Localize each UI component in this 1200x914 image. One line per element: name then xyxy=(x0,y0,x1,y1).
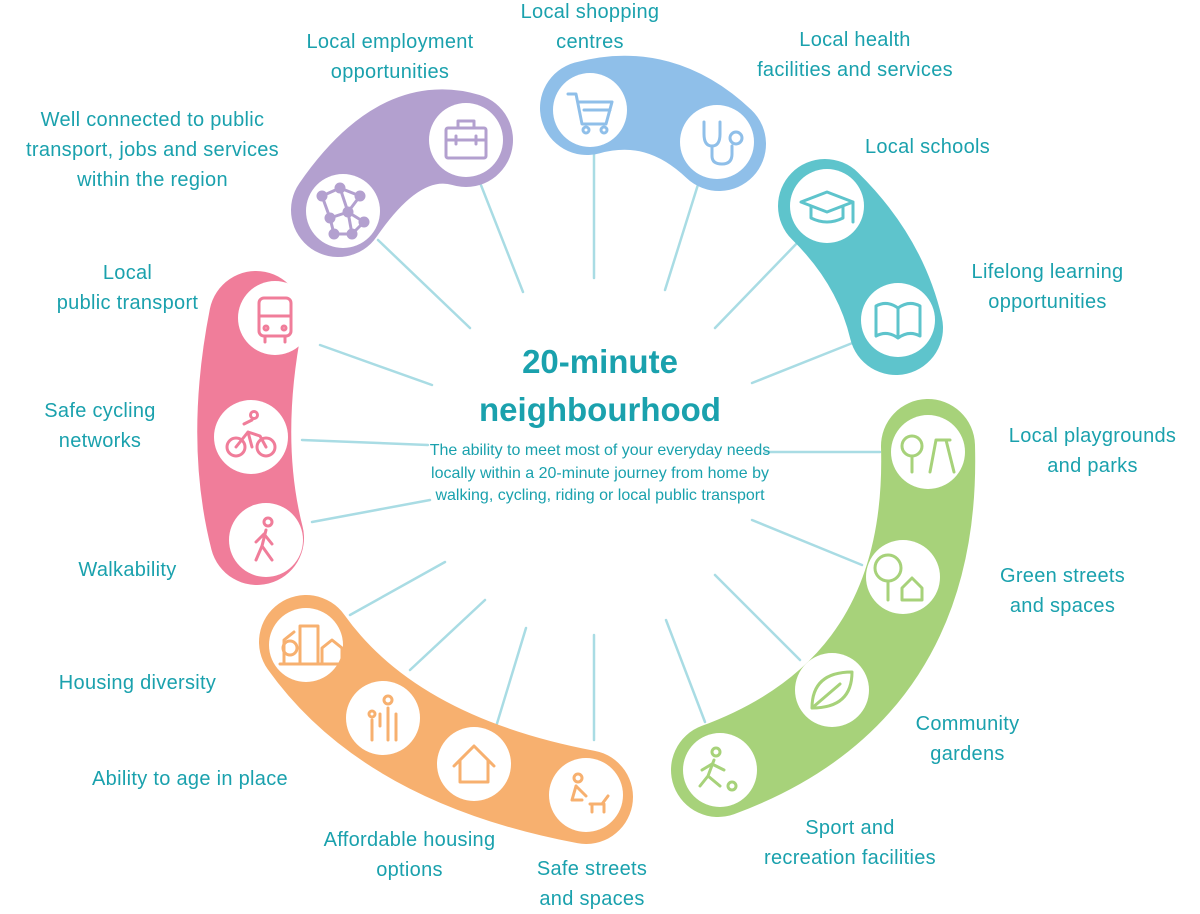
connector-health xyxy=(663,173,703,292)
label-lifelong: Lifelong learning opportunities xyxy=(971,261,1124,313)
family-icon xyxy=(367,694,398,742)
label-employment: Local employment opportunities xyxy=(306,31,474,83)
label-gardens: Community gardens xyxy=(915,713,1020,765)
walker-icon xyxy=(254,516,274,562)
cyclist-icon xyxy=(225,410,277,458)
house-icon xyxy=(452,744,496,784)
connector-gardens xyxy=(713,573,802,662)
playground-icon xyxy=(900,434,956,474)
center-title: 20-minute neighbourhood xyxy=(479,343,721,428)
bus-icon xyxy=(257,296,293,344)
person-with-dog-icon xyxy=(570,772,610,814)
connector-lines xyxy=(300,150,882,742)
label-health: Local health facilities and services xyxy=(757,29,953,81)
label-housing-diversity: Housing diversity xyxy=(58,672,217,694)
book-icon xyxy=(874,301,922,340)
playground-circle xyxy=(891,415,965,489)
connector-lifelong xyxy=(750,338,862,385)
connector-employment xyxy=(475,173,525,294)
connector-transport xyxy=(318,343,434,387)
center-description: The ability to meet most of your everyda… xyxy=(429,442,771,504)
connector-age xyxy=(408,598,487,672)
label-connected: Well connected to public transport, jobs… xyxy=(26,109,279,191)
leaf-icon xyxy=(810,670,854,710)
family-circle xyxy=(346,681,420,755)
label-cycling: Safe cycling networks xyxy=(44,400,156,452)
label-playgrounds: Local playgrounds and parks xyxy=(1008,425,1177,477)
connector-network xyxy=(376,238,472,330)
connector-sport xyxy=(664,618,707,724)
briefcase-icon xyxy=(444,119,488,160)
graduation-cap-icon xyxy=(799,190,855,224)
tree-house-icon xyxy=(873,553,924,602)
walker-circle xyxy=(229,503,303,577)
connector-affordable xyxy=(490,626,528,742)
graduation-circle xyxy=(790,169,864,243)
connector-green xyxy=(750,518,864,567)
house-circle xyxy=(437,727,511,801)
label-sport: Sport and recreation facilities xyxy=(764,817,936,869)
connector-cycling xyxy=(300,438,430,447)
label-green-streets: Green streets and spaces xyxy=(999,565,1126,617)
connector-walk xyxy=(310,498,432,524)
label-shopping: Local shopping centres xyxy=(520,1,660,53)
label-schools: Local schools xyxy=(864,136,991,158)
label-affordable: Affordable housing options xyxy=(323,829,496,881)
stethoscope-icon xyxy=(702,120,744,166)
green-band xyxy=(671,399,976,817)
buildings-circle xyxy=(269,608,343,682)
label-walkability: Walkability xyxy=(78,559,177,581)
network-icon xyxy=(316,182,370,240)
soccer-player-icon xyxy=(698,746,738,792)
connector-housing xyxy=(348,560,447,617)
buildings-icon xyxy=(278,624,346,666)
label-safe-streets: Safe streets and spaces xyxy=(536,858,648,910)
bus-circle xyxy=(238,281,312,355)
label-public-transport: Local public transport xyxy=(56,262,199,314)
label-age-in-place: Ability to age in place xyxy=(92,768,288,790)
soccer-circle xyxy=(683,733,757,807)
connector-schools xyxy=(713,238,802,330)
shopping-cart-icon xyxy=(566,92,614,135)
